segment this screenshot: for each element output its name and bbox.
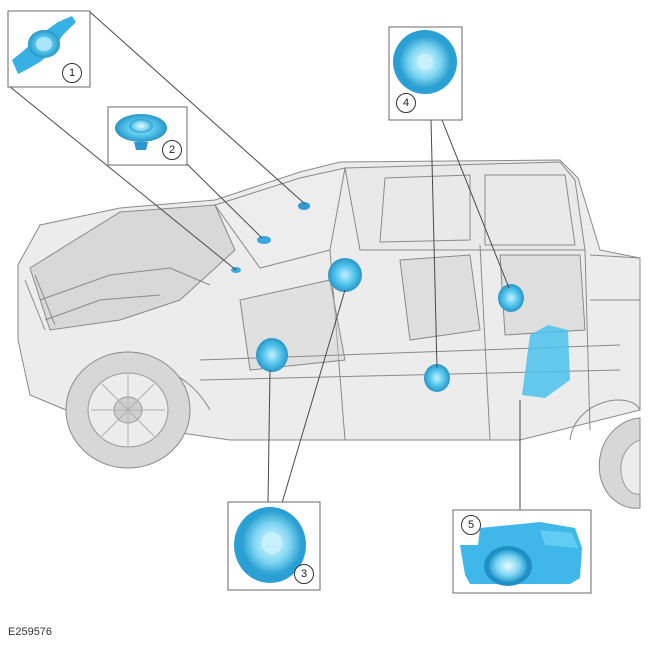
loc-3b-front-door [256, 338, 288, 372]
loc-1-dash-tweeter [298, 202, 310, 210]
callout-number-3: 3 [294, 564, 314, 584]
loc-4a-rear-door [498, 284, 524, 312]
loc-5-subwoofer [522, 325, 570, 398]
callout-number-5: 5 [461, 515, 481, 535]
figure-reference-id: E259576 [8, 626, 53, 638]
front-wheel [65, 351, 191, 469]
on-vehicle-speakers [231, 202, 570, 398]
callout-number-4: 4 [396, 93, 416, 113]
rear-wheel [598, 417, 641, 509]
loc-3a-front-door [328, 258, 362, 292]
callout-box-4 [388, 26, 463, 121]
callout-box-2 [107, 106, 188, 166]
loc-4b-rear-door [424, 364, 450, 392]
leader-lines [8, 11, 521, 510]
loc-2-center-dash [257, 236, 271, 244]
callout-number-2: 2 [162, 140, 182, 160]
callout-number-1: 1 [62, 63, 82, 83]
